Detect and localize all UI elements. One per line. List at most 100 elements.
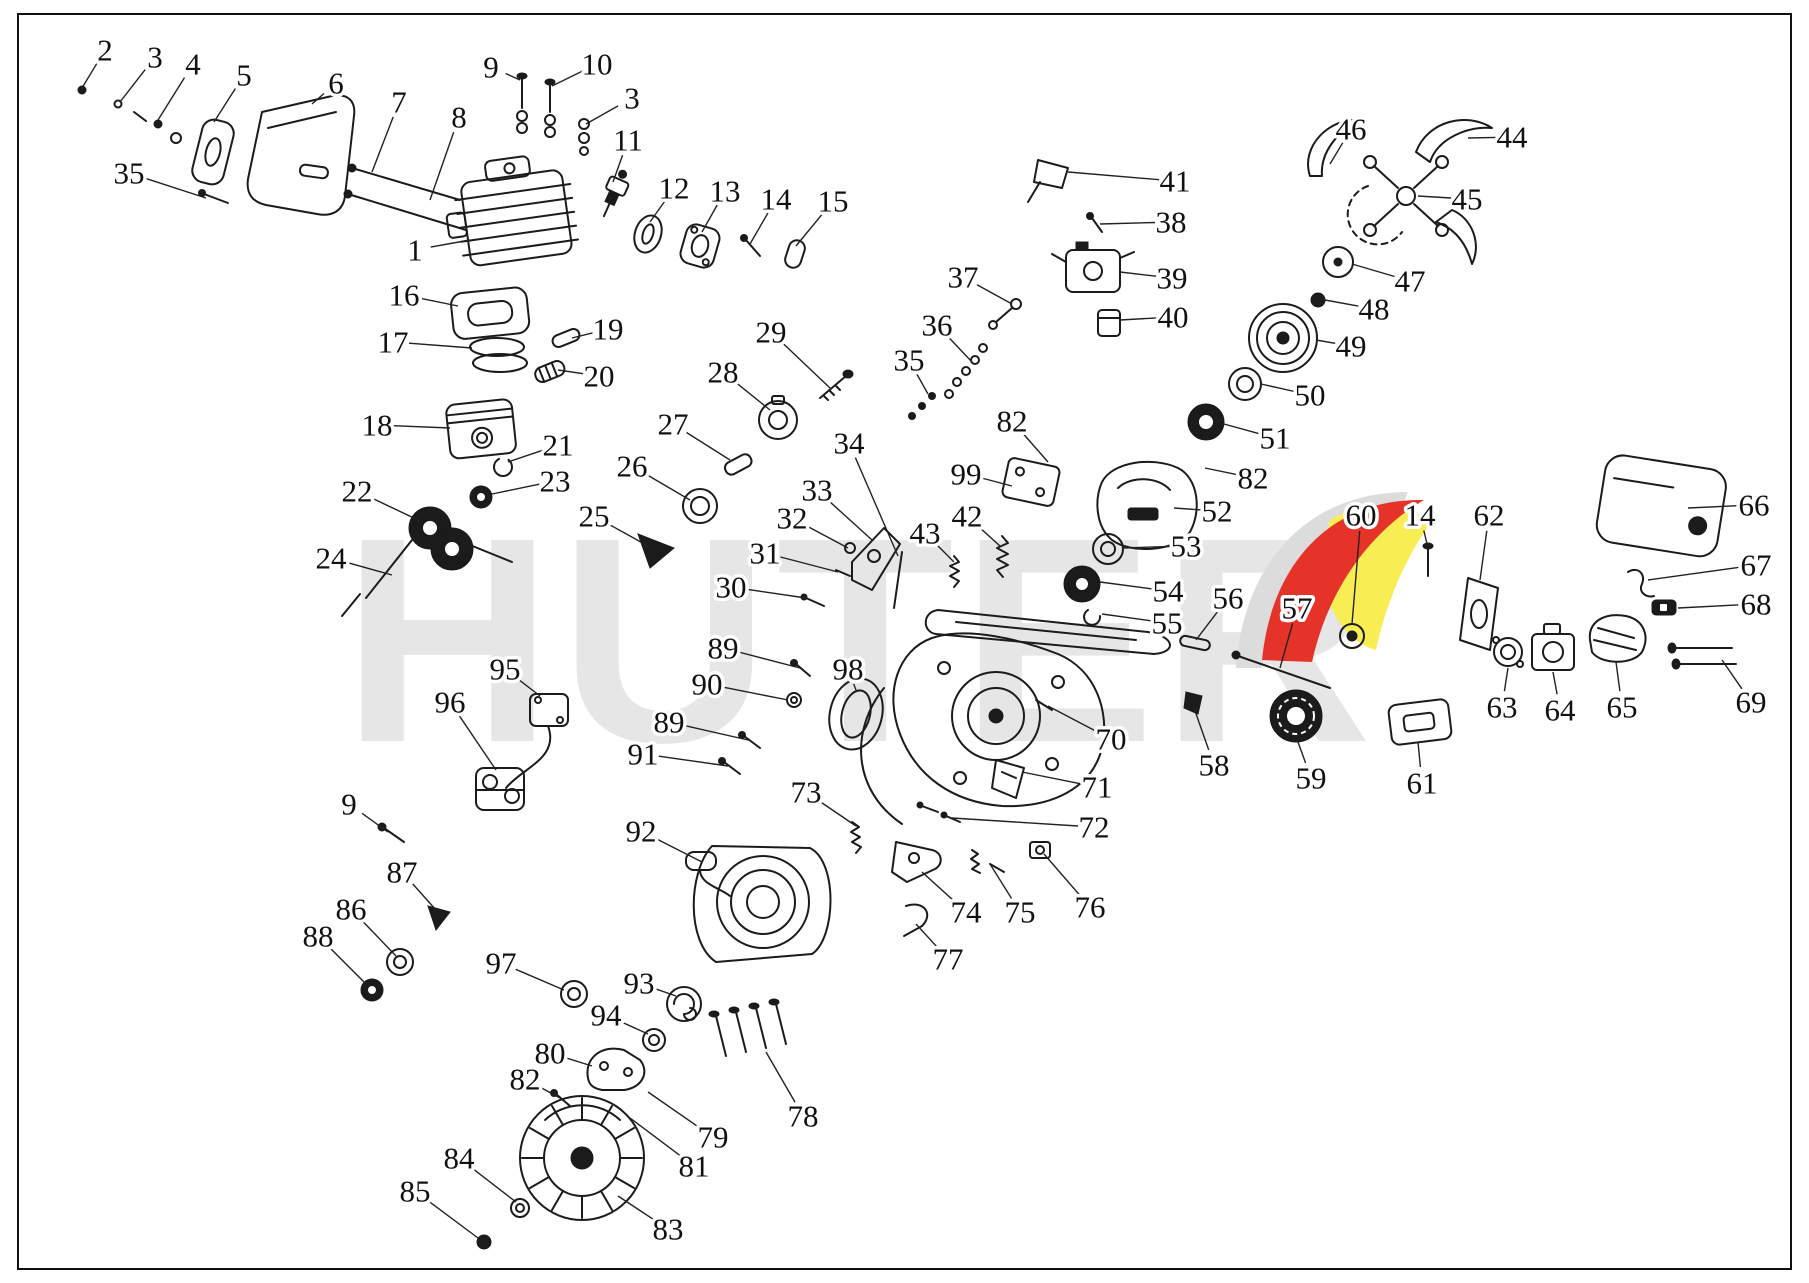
leader-line [684,724,749,741]
part-number: 39 [1157,261,1188,296]
callout-58: 58 [1193,707,1233,786]
oil-pump-parts [891,841,1051,937]
part-number: 41 [1160,164,1191,199]
callout-71: 71 [1021,766,1116,808]
leader-line [818,800,857,827]
part-number: 38 [1156,205,1187,240]
callout-7: 7 [371,81,410,173]
crankcase-part [860,632,1106,825]
part-number: 37 [948,260,979,295]
callout-6: 6 [311,62,347,105]
leader-line [213,88,236,123]
brake-rod-parts [1179,634,1331,689]
callout-98: 98 [829,648,867,691]
callout-32: 32 [773,497,849,549]
callout-50: 50 [1260,374,1329,416]
clutch-drum-parts [1183,689,1453,746]
leader-line [653,987,677,997]
part-number: 27 [658,407,689,442]
leader-line [686,431,731,461]
leader-line [585,105,619,125]
muffler-part [246,94,356,216]
leader-line [1552,671,1558,695]
leader-line [1351,530,1361,625]
part-number: 2 [97,33,113,68]
callout-69: 69 [1721,659,1770,723]
callout-53: 53 [1122,525,1205,567]
part-number: 21 [543,428,574,463]
part-number: 82 [510,1062,541,1097]
leader-line [978,526,1001,547]
callout-31: 31 [746,532,839,574]
part-number: 36 [922,308,953,343]
callout-24: 24 [312,537,393,579]
diagram-border [17,13,1792,1270]
part-number: 66 [1739,488,1770,523]
callout-43: 43 [906,512,955,563]
leader-line [311,92,325,105]
leader-line [571,332,593,339]
callout-75: 75 [989,863,1039,933]
muffler-gasket-part [191,118,235,186]
part-number: 61 [1407,766,1438,801]
part-number: 29 [756,315,787,350]
callout-23: 23 [491,460,574,502]
ignition-module-part [505,693,569,789]
callout-14: 14 [749,178,796,245]
callout-83: 83 [617,1195,687,1250]
leader-line [1315,339,1336,344]
part-number: 40 [1158,300,1189,335]
leader-line [617,1195,655,1221]
part-number: 63 [1487,690,1518,725]
air-filter-parts [1339,542,1647,671]
part-number: 6 [328,66,344,101]
piston-part [445,398,517,460]
callout-14: 14 [1401,494,1440,549]
cylinder-part [445,155,580,267]
callout-79: 79 [647,1091,732,1158]
leader-line [1119,271,1157,277]
part-number: 54 [1153,574,1185,609]
part-number: 43 [910,516,941,551]
part-number: 34 [834,426,866,461]
leader-line [612,154,624,183]
leader-line [1329,142,1344,165]
part-number: 35 [114,156,145,191]
leader-line [1423,530,1429,549]
leader-line [505,72,521,81]
part-number: 15 [818,184,849,219]
callout-41: 41 [1067,160,1194,202]
callout-82: 82 [993,400,1049,463]
leader-line [81,63,98,89]
callout-66: 66 [1687,484,1773,526]
callout-54: 54 [1099,570,1188,612]
leader-line [1677,604,1741,609]
callout-68: 68 [1677,583,1775,625]
part-number: 86 [336,892,367,927]
callout-26: 26 [613,445,691,501]
callout-85: 85 [396,1170,479,1239]
part-number: 78 [788,1099,819,1134]
leader-line [722,686,789,701]
part-number: 51 [1260,421,1291,456]
leader-line [738,651,801,669]
stud-bolts-parts [343,163,467,231]
callout-78: 78 [765,1051,822,1137]
part-number: 60 [1346,498,1377,533]
callout-15: 15 [795,180,852,247]
part-number: 87 [387,855,418,890]
leader-line [916,373,929,395]
callout-56: 56 [1195,577,1247,641]
leader-line [157,77,186,121]
leader-line [1687,505,1739,509]
part-number: 45 [1452,182,1483,217]
leader-line [1021,771,1082,785]
callout-35: 35 [890,339,929,395]
leader-line [458,714,497,771]
callout-13: 13 [701,170,744,233]
leader-line [765,1051,796,1103]
leader-line [951,817,1079,827]
leader-line [1067,171,1160,181]
cylinder-gasket-part [450,286,531,340]
leader-line [1099,221,1156,225]
